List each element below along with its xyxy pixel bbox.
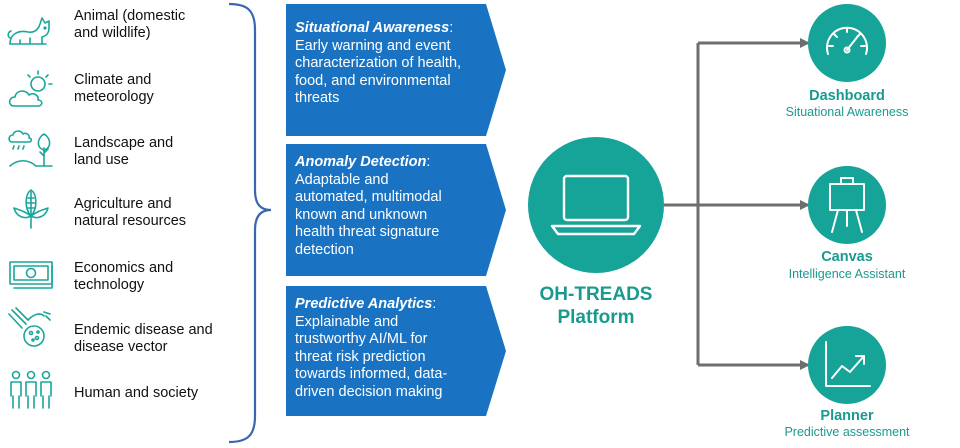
capability-title: Situational Awareness	[295, 20, 450, 36]
output-title-canvas: Canvas	[821, 249, 873, 265]
laptop-icon	[550, 174, 642, 236]
corn-icon	[13, 189, 49, 229]
planner-circle	[808, 326, 886, 404]
pathogen-hand-icon	[8, 307, 51, 347]
arrow-shape-predictive	[286, 286, 506, 416]
source-label-human: Human and society	[74, 385, 199, 401]
platform-label: OH-TREADS Platform	[539, 284, 653, 328]
gauge-icon	[826, 26, 868, 55]
output-subtitle-canvas: Intelligence Assistant	[788, 267, 906, 281]
capability-predictive: Predictive Analytics: Explainable and tr…	[295, 296, 448, 400]
rain-tree-icon	[8, 130, 53, 167]
output-connectors	[664, 38, 810, 370]
sun-cloud-icon	[8, 70, 53, 107]
easel-icon	[829, 177, 865, 233]
capability-title: Predictive Analytics	[295, 296, 433, 312]
curly-brace	[228, 2, 272, 444]
output-subtitle-dashboard: Situational Awareness	[785, 105, 909, 119]
capability-title: Anomaly Detection	[295, 154, 427, 170]
dashboard-circle	[808, 4, 886, 82]
trend-chart-icon	[825, 341, 871, 387]
cat-icon	[7, 17, 50, 45]
people-icon	[10, 370, 52, 409]
money-icon	[9, 261, 53, 289]
output-title-dashboard: Dashboard	[809, 88, 885, 104]
output-subtitle-planner: Predictive assessment	[784, 425, 910, 439]
platform-circle	[528, 137, 664, 273]
capability-arrow-shapes	[286, 4, 506, 416]
output-title-planner: Planner	[820, 408, 874, 424]
arrow-shape-anomaly	[286, 144, 506, 276]
capability-situational: Situational Awareness: Early warning and…	[295, 20, 462, 106]
capability-anomaly: Anomaly Detection: Adaptable and automat…	[295, 154, 442, 258]
arrow-shape-situational	[286, 4, 506, 136]
